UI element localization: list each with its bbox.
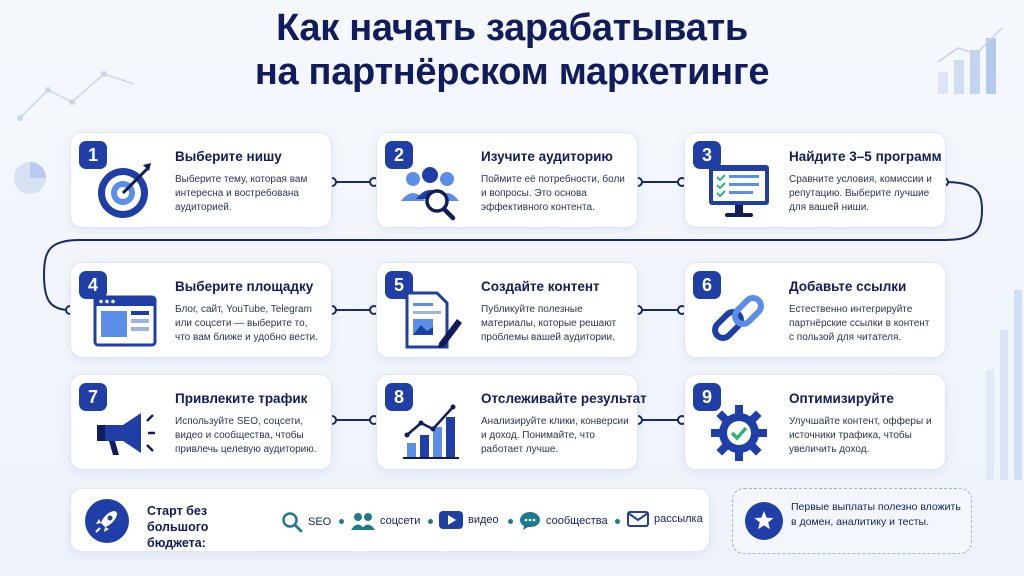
step-title: Оптимизируйте: [789, 391, 894, 406]
step-title: Изучите аудиторию: [481, 149, 613, 164]
chat-icon: [520, 512, 540, 530]
growth-chart-icon: [403, 404, 459, 459]
step-description: Анализируйте клики, конверсии и доход. П…: [481, 416, 629, 455]
people-icon: [351, 513, 375, 530]
step-number-badge: 4: [79, 271, 107, 299]
page-title: Как начать зарабатывать на партнёрском м…: [0, 6, 1024, 94]
mail-icon: [627, 511, 649, 527]
step-card-5: 5 Создайте контент Публикуйте полезные м…: [376, 262, 638, 358]
step-number-badge: 2: [385, 141, 413, 169]
channel-label: видео: [468, 514, 499, 526]
step-number-badge: 1: [79, 141, 107, 169]
title-line-2: на партнёрском маркетинге: [254, 51, 770, 93]
step-card-3: 3 Найдите 3–5 программ Сравните условия,…: [684, 132, 946, 228]
step-description: Публикуйте полезные материалы, которые р…: [481, 304, 617, 343]
payout-tip-note: Первые выплаты полезно вложить в домен, …: [732, 488, 972, 554]
step-card-2: 2 Изучите аудиторию Поймите её потребнос…: [376, 132, 638, 228]
channel-social: соцсети: [351, 511, 420, 531]
search-icon: [282, 512, 303, 533]
step-number-badge: 8: [385, 383, 413, 411]
step-card-7: 7 Привлеките трафик Используйте SEO, соц…: [70, 374, 332, 470]
star-icon: [745, 502, 783, 540]
link-icon: [712, 295, 764, 341]
step-description: Поймите её потребности, боли и вопросы. …: [481, 174, 625, 213]
tip-text: Первые выплаты полезно вложить в домен, …: [791, 501, 961, 528]
step-number-badge: 9: [693, 383, 721, 411]
step-card-9: 9 Оптимизируйте Улучшайте контент, оффер…: [684, 374, 946, 470]
channel-newsletter: рассылка: [627, 511, 703, 527]
checklist-monitor-icon: [709, 165, 769, 217]
step-description: Естественно интегрируйте партнёрские ссы…: [789, 304, 930, 343]
target-icon: [98, 163, 151, 218]
step-card-8: 8 Отслеживайте результат Анализируйте кл…: [376, 374, 647, 470]
channel-label: сообщества: [546, 515, 608, 527]
separator-dot: [339, 519, 344, 524]
separator-dot: [615, 519, 620, 524]
step-title: Выберите нишу: [175, 149, 282, 164]
step-description: Выберите тему, которая вам интересна и в…: [175, 174, 308, 213]
separator-dot: [428, 519, 433, 524]
step-card-1: 1 Выберите нишу Выберите тему, которая в…: [70, 132, 332, 228]
gear-check-icon: [711, 405, 767, 461]
channel-video: видео: [439, 511, 499, 529]
step-title: Добавьте ссылки: [789, 279, 907, 294]
step-description: Сравните условия, комиссии и репутацию. …: [789, 174, 932, 213]
step-description: Используйте SEO, соцсети, видео и сообще…: [175, 416, 317, 455]
video-play-icon: [439, 511, 463, 529]
step-number-badge: 7: [79, 383, 107, 411]
channel-label: рассылка: [654, 513, 703, 525]
channel-seo: SEO: [281, 511, 331, 533]
step-title: Привлеките трафик: [175, 391, 308, 406]
step-title: Выберите площадку: [175, 279, 314, 294]
channel-communities: сообщества: [519, 511, 608, 531]
step-number-badge: 3: [693, 141, 721, 169]
rocket-icon: [85, 499, 129, 543]
step-card-6: 6 Добавьте ссылки Естественно интегрируй…: [684, 262, 946, 358]
separator-dot: [508, 519, 513, 524]
step-description: Улучшайте контент, офферы и источники тр…: [789, 416, 932, 455]
step-card-4: 4 Выберите площадку Блог, сайт, YouTube,…: [70, 262, 332, 358]
start-label: Старт без большого бюджета:: [147, 504, 209, 550]
browser-window-icon: [93, 295, 157, 347]
megaphone-icon: [97, 413, 155, 455]
step-title: Отслеживайте результат: [481, 391, 647, 406]
document-pen-icon: [405, 291, 462, 349]
step-title: Найдите 3–5 программ: [789, 149, 942, 164]
title-line-1: Как начать зарабатывать: [276, 7, 748, 49]
channel-label: соцсети: [380, 515, 421, 527]
audience-search-icon: [401, 167, 459, 221]
step-number-badge: 6: [693, 271, 721, 299]
channel-label: SEO: [308, 516, 332, 528]
start-channels-panel: Старт без большого бюджета: SEO соцсети …: [70, 488, 710, 552]
step-title: Создайте контент: [481, 279, 600, 294]
step-description: Блог, сайт, YouTube, Telegram или соцсет…: [175, 304, 318, 343]
